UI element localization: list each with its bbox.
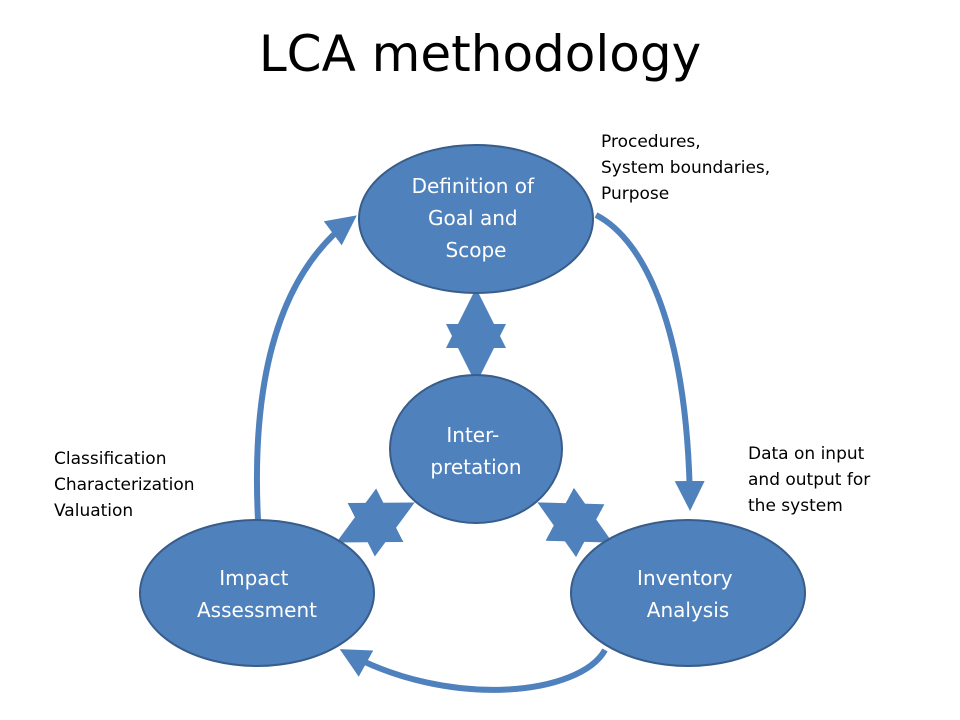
arrow-goal-to-inventory	[594, 212, 705, 511]
node-goal-and-scope: Definition of Goal and Scope	[358, 144, 594, 294]
note-inventory-line-1: Data on input	[748, 444, 865, 464]
note-goal-scope-line-2: System boundaries,	[601, 158, 771, 178]
arrow-interpretation-impact	[336, 488, 415, 557]
node-interpretation-line-2: pretation	[430, 455, 521, 479]
note-inventory-line-3: the system	[748, 496, 843, 516]
slide-title: LCA methodology	[258, 25, 702, 83]
note-impact: Classification Characterization Valuatio…	[54, 446, 195, 524]
note-impact-line-2: Characterization	[54, 475, 195, 495]
note-goal-scope: Procedures, System boundaries, Purpose	[601, 129, 770, 207]
note-inventory: Data on input and output for the system	[748, 441, 870, 519]
node-interpretation-line-1: Inter-	[446, 423, 499, 447]
svg-text:Impact Assessment: Impact Assessment	[197, 566, 317, 622]
node-inventory-line-2: Analysis	[647, 598, 729, 622]
svg-text:Inter- pretation: Inter- pretation	[430, 423, 521, 479]
node-inventory-line-1: Inventory	[637, 566, 733, 590]
svg-text:Inventory Analysis: Inventory Analysis	[637, 566, 739, 622]
node-inventory-analysis: Inventory Analysis	[570, 519, 806, 667]
node-interpretation: Inter- pretation	[389, 374, 563, 524]
note-inventory-line-2: and output for	[748, 470, 871, 490]
arrow-inventory-to-impact	[339, 648, 608, 693]
node-goal-and-scope-line-2: Goal and	[428, 206, 518, 230]
note-impact-line-3: Valuation	[54, 501, 134, 521]
arrow-impact-to-goal	[253, 215, 357, 521]
note-goal-scope-line-3: Purpose	[601, 184, 670, 204]
node-impact-line-1: Impact	[219, 566, 288, 590]
node-impact-assessment: Impact Assessment	[139, 519, 375, 667]
note-goal-scope-line-1: Procedures,	[601, 132, 701, 152]
node-impact-line-2: Assessment	[197, 598, 317, 622]
svg-text:Definition of Goal and: Definition of Goal and Scope	[412, 174, 541, 262]
arrow-interpretation-inventory	[537, 487, 613, 558]
note-impact-line-1: Classification	[54, 449, 167, 469]
node-goal-and-scope-line-3: Scope	[446, 238, 507, 262]
node-goal-and-scope-line-1: Definition of	[412, 174, 535, 198]
